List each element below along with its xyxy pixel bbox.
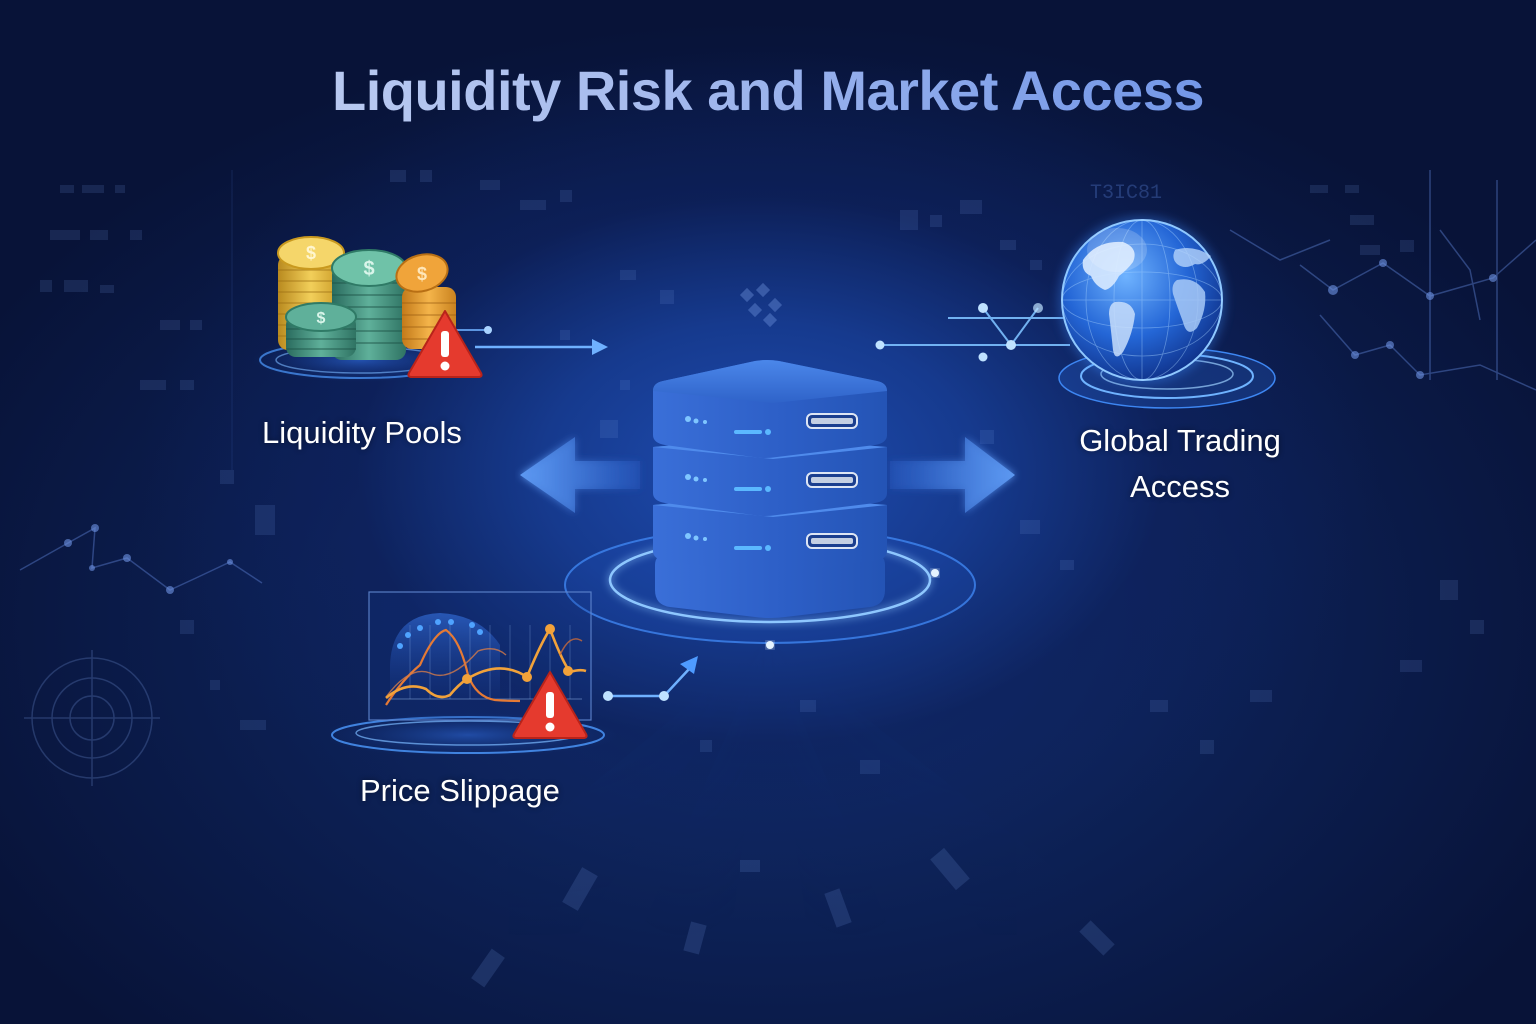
- price-slippage-label: Price Slippage: [360, 773, 560, 808]
- liquidity-pools-node[interactable]: $ $ $ $: [250, 225, 510, 385]
- svg-text:$: $: [417, 264, 427, 284]
- arrow-right-icon: [890, 437, 1015, 513]
- global-trading-access-node[interactable]: [1035, 210, 1285, 420]
- svg-text:$: $: [317, 310, 326, 327]
- svg-text:$: $: [306, 243, 316, 263]
- liquidity-pools-label: Liquidity Pools: [262, 415, 462, 450]
- connector-arrow-slippage-to-server: [603, 656, 698, 701]
- arrow-left-icon: [520, 437, 640, 513]
- server-stack-icon: [520, 360, 1015, 649]
- svg-text:T3IC81: T3IC81: [1090, 182, 1162, 205]
- global-trading-access-label-line1: Global Trading: [1079, 423, 1281, 458]
- price-slippage-node[interactable]: [318, 585, 640, 757]
- connector-network-server-to-globe: [875, 303, 1070, 362]
- volatile-line-chart-icon: [318, 591, 618, 757]
- global-trading-access-label: Global Trading Access: [1040, 418, 1320, 510]
- central-server-node[interactable]: [515, 355, 1025, 665]
- connector-arrow-pools-to-server: [448, 326, 608, 355]
- warning-triangle-icon: [512, 671, 588, 739]
- svg-text:$: $: [363, 258, 374, 280]
- page-title: Liquidity Risk and Market Access: [0, 58, 1536, 123]
- global-trading-access-label-line2: Access: [1130, 469, 1230, 504]
- globe-icon: [1058, 216, 1276, 409]
- warning-triangle-icon: [407, 310, 483, 378]
